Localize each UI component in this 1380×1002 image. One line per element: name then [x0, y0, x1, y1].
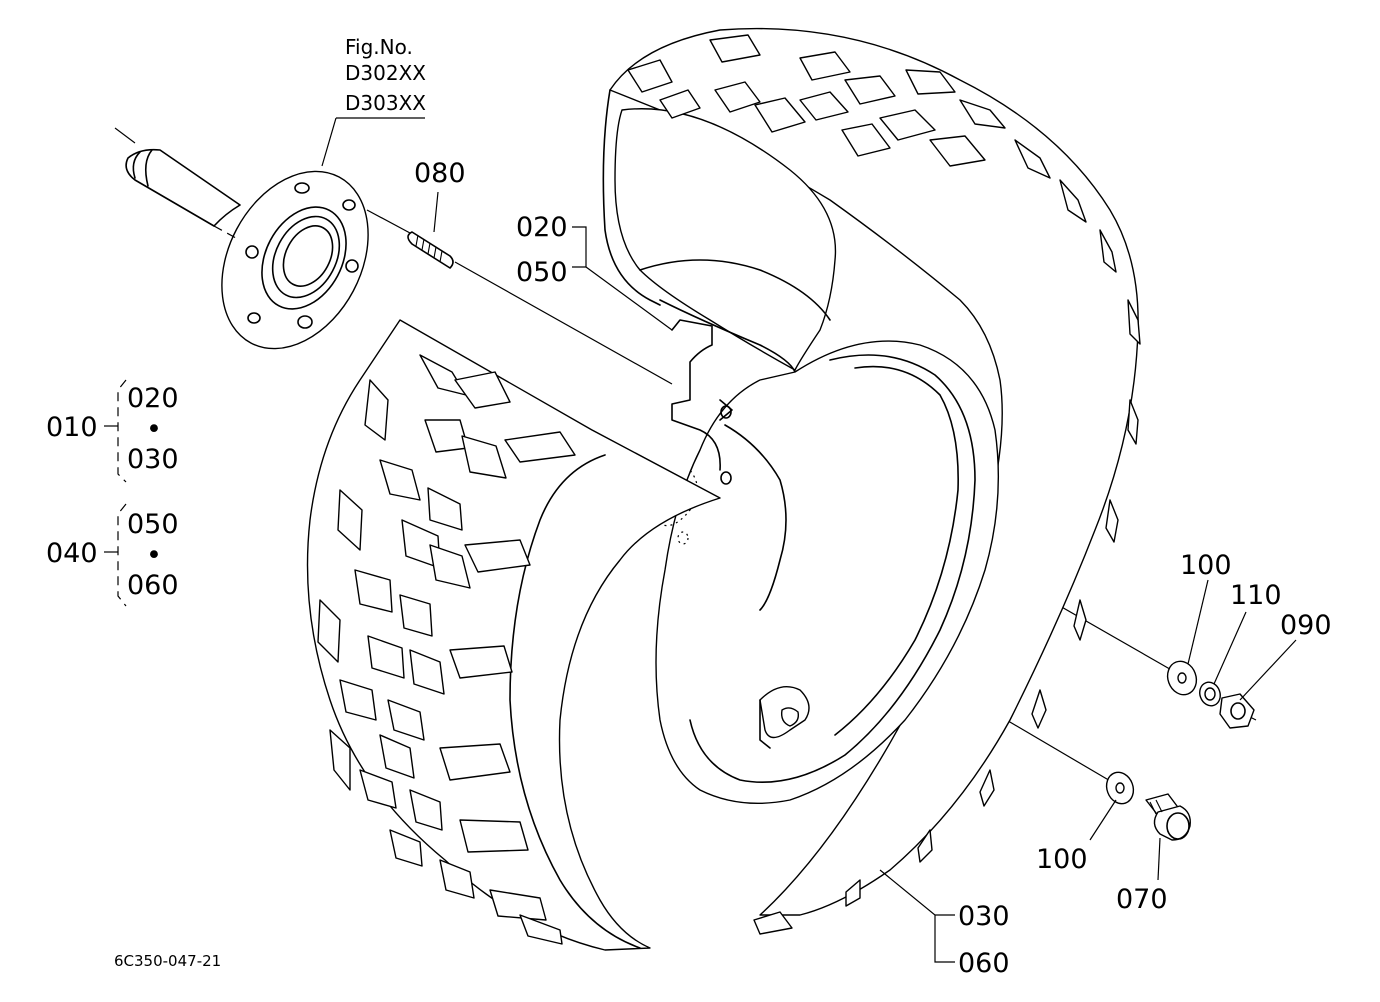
fig-number-2: D303XX: [345, 91, 426, 115]
valve-070: [1145, 793, 1191, 841]
callout-020-top: 020: [516, 212, 568, 243]
lock-washer-110: [1199, 681, 1221, 707]
leader-lines: [104, 117, 1297, 963]
figure-reference: Fig.No. D302XX D303XX: [345, 35, 426, 115]
callout-030-bottom: 030: [958, 901, 1010, 932]
hub-flange: [213, 170, 369, 350]
assembly-child: 020: [127, 383, 179, 414]
callout-090: 090: [1280, 610, 1332, 641]
callout-070: 070: [1116, 884, 1168, 915]
axle-shaft: [114, 127, 241, 227]
washer-100-lower: [1105, 771, 1135, 805]
assembly-parent: 010: [46, 412, 98, 443]
assembly-040: 040 050 • 060: [46, 509, 179, 601]
assembly-child: 060: [127, 570, 179, 601]
front-tire: [306, 319, 721, 951]
assembly-separator: •: [146, 540, 162, 571]
assembly-parent: 040: [46, 538, 98, 569]
fig-no-label: Fig.No.: [345, 35, 413, 59]
callout-100-bottom: 100: [1036, 844, 1088, 875]
callout-110: 110: [1230, 580, 1282, 611]
rear-tire-section: [602, 27, 1141, 935]
fig-number-1: D302XX: [345, 61, 426, 85]
assembly-child: 050: [127, 509, 179, 540]
assembly-separator: •: [146, 414, 162, 445]
assembly-010: 010 020 • 030: [46, 383, 179, 475]
callout-060-bottom: 060: [958, 948, 1010, 979]
nut-090: [1219, 693, 1255, 729]
callout-080: 080: [414, 158, 466, 189]
callout-100-right: 100: [1180, 550, 1232, 581]
assembly-child: 030: [127, 444, 179, 475]
wheel-rim: [621, 319, 1000, 804]
callout-050-top: 050: [516, 257, 568, 288]
drawing-code: 6C350-047-21: [114, 952, 221, 970]
washer-100-upper: [1166, 660, 1198, 696]
stud-bolt: [407, 231, 454, 269]
